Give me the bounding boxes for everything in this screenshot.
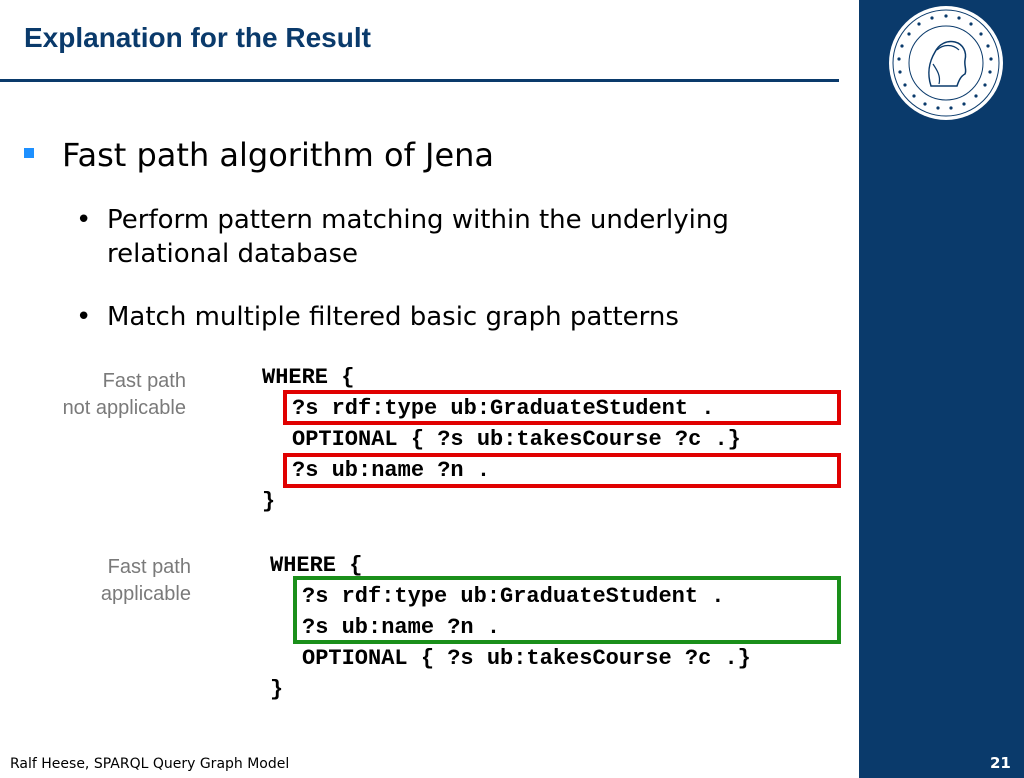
code-line: ?s ub:name ?n . (302, 615, 501, 640)
brand-sidebar (859, 0, 1024, 778)
footer-author: Ralf Heese, SPARQL Query Graph Model (10, 756, 290, 772)
sub-bullet-line: Perform pattern matching within the unde… (107, 205, 729, 235)
code-line: OPTIONAL { ?s ub:takesCourse ?c .} (302, 646, 751, 671)
bullet-dot-icon: • (76, 302, 92, 332)
highlight-box-red (283, 453, 841, 488)
code-line: ?s rdf:type ub:GraduateStudent . (292, 396, 715, 421)
bullet-dot-icon: • (76, 205, 92, 235)
slide-title: Explanation for the Result (24, 22, 371, 53)
code-line: } (262, 489, 276, 514)
label-line: applicable (100, 583, 191, 605)
code-line: ?s ub:name ?n . (292, 458, 491, 483)
title-divider (0, 79, 839, 82)
code-line: } (270, 677, 284, 702)
highlight-box-red (283, 390, 841, 425)
highlight-box-green (293, 576, 841, 644)
code-line: WHERE { (262, 365, 355, 390)
code-line: WHERE { (270, 553, 363, 578)
label-line: Fast path (107, 556, 191, 578)
code-line: ?s rdf:type ub:GraduateStudent . (302, 584, 725, 609)
university-seal-icon (889, 6, 1003, 120)
label-line: Fast path (102, 370, 186, 392)
example-label-applicable: Fast path applicable (20, 554, 191, 608)
page-number: 21 (990, 754, 1011, 772)
sub-bullet-line: Match multiple filtered basic graph patt… (107, 302, 679, 332)
sub-bullet-line: relational database (107, 239, 359, 269)
main-bullet-text: Fast path algorithm of Jena (62, 136, 495, 174)
label-line: not applicable (62, 397, 186, 419)
example-label-not-applicable: Fast path not applicable (20, 368, 186, 422)
code-line: OPTIONAL { ?s ub:takesCourse ?c .} (292, 427, 741, 452)
square-bullet-icon (24, 148, 34, 158)
